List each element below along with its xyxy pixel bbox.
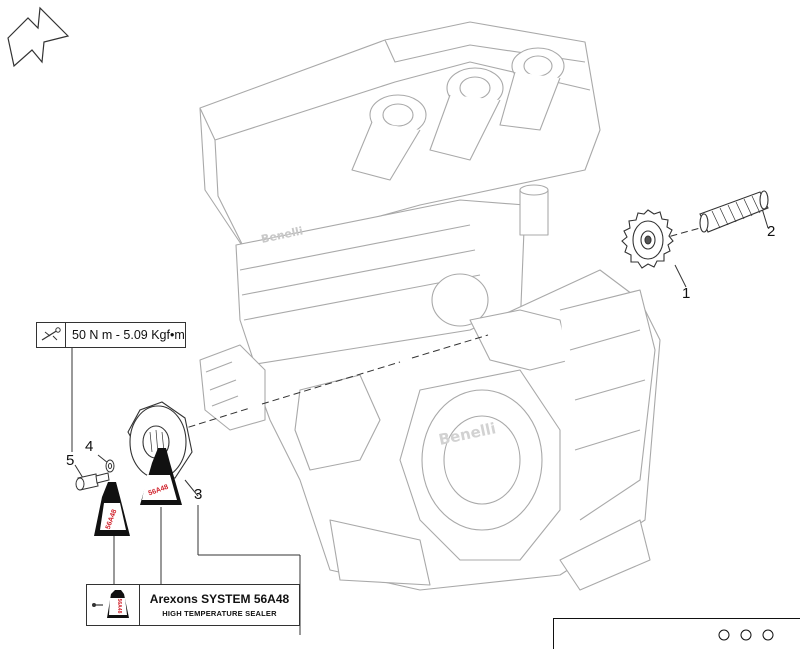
callout-3: 3 [194, 486, 203, 503]
view-direction-arrow-icon [7, 6, 70, 68]
sealer-bottle-icon: 56A48 56A48 [94, 448, 182, 536]
callout-5: 5 [66, 452, 75, 469]
callout-2: 2 [767, 223, 776, 240]
bolt-part-5 [75, 472, 110, 491]
exploded-engine-diagram: Benelli Benelli [7, 6, 769, 635]
engine-illustration: Benelli Benelli [199, 21, 661, 591]
frame-glyphs [718, 629, 774, 641]
callout-1: 1 [682, 285, 691, 302]
sealer-spec-box: 56A48 Arexons SYSTEM 56A48 HIGH TEMPERAT… [86, 584, 300, 626]
sealer-product-name: Arexons SYSTEM 56A48 [149, 592, 290, 606]
sealer-application-icon: 56A48 [87, 585, 140, 625]
torque-spec-box: 50 N m - 5.09 Kgf•m [36, 322, 186, 348]
callout-4: 4 [85, 438, 94, 455]
shaft-part-2 [699, 190, 769, 233]
hub-part-3 [127, 401, 193, 479]
torque-value: 50 N m - 5.09 Kgf•m [72, 328, 185, 342]
sealer-description: HIGH TEMPERATURE SEALER [162, 609, 277, 618]
corner-frame [553, 618, 800, 649]
torque-wrench-icon [37, 323, 66, 347]
bottle-label: 56A48 [116, 599, 122, 614]
washer-part-4 [105, 459, 115, 473]
gear-part-1 [621, 209, 674, 269]
